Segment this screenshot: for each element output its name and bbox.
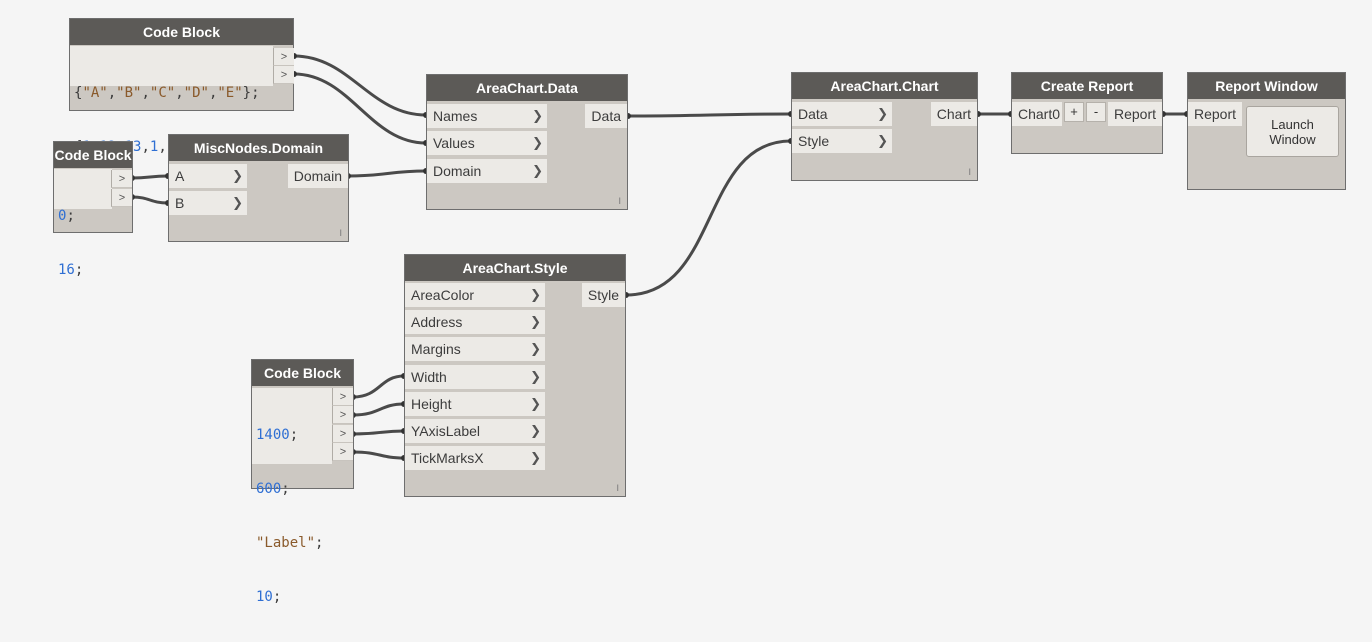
wire-domain-b[interactable] [131,195,169,205]
node-title: Code Block [70,19,293,45]
wire-domain-out[interactable] [347,169,427,178]
chevron-right-icon: ❯ [532,108,543,123]
output-port[interactable]: > [111,189,132,207]
output-port[interactable]: > [332,388,353,406]
chevron-right-icon: ❯ [232,168,243,183]
chevron-right-icon: ❯ [530,287,541,302]
chevron-right-icon: ❯ [877,133,888,148]
wire-values[interactable] [293,72,427,145]
chevron-right-icon: ❯ [530,341,541,356]
misc-domain-node[interactable]: MiscNodes.Domain A❯ B❯ Domain I [168,134,349,242]
node-title: MiscNodes.Domain [169,135,348,161]
input-port-style[interactable]: Style❯ [792,129,892,153]
areachart-style-node[interactable]: AreaChart.Style AreaColor❯ Address❯ Marg… [404,254,626,497]
chevron-right-icon: ❯ [232,195,243,210]
code-block-text[interactable]: 0; 16; [54,169,112,278]
input-port-areacolor[interactable]: AreaColor❯ [405,283,545,307]
output-port[interactable]: > [273,48,294,66]
node-title: Report Window [1188,73,1345,99]
input-port-b[interactable]: B❯ [169,191,247,215]
input-port-width[interactable]: Width❯ [405,365,545,389]
output-port[interactable]: > [332,425,353,443]
chevron-right-icon: ❯ [530,314,541,329]
output-port[interactable]: > [273,66,294,84]
input-port-domain[interactable]: Domain❯ [427,159,547,183]
areachart-data-node[interactable]: AreaChart.Data Names❯ Values❯ Domain❯ Da… [426,74,628,210]
code-line-2: 16; [58,262,84,278]
chevron-right-icon: ❯ [530,423,541,438]
lacing-indicator: I [968,167,971,177]
input-port-address[interactable]: Address❯ [405,310,545,334]
chevron-right-icon: ❯ [532,163,543,178]
input-port-values[interactable]: Values❯ [427,131,547,155]
areachart-chart-node[interactable]: AreaChart.Chart Data❯ Style❯ Chart I [791,72,978,181]
node-title: AreaChart.Data [427,75,627,101]
input-port-names[interactable]: Names❯ [427,104,547,128]
output-port[interactable]: > [332,406,353,424]
output-port[interactable]: > [332,443,353,461]
output-port[interactable]: > [111,170,132,188]
node-title: Code Block [252,360,353,386]
wire-data[interactable] [627,112,792,118]
output-port-domain[interactable]: Domain [287,164,348,188]
chevron-right-icon: ❯ [530,396,541,411]
input-port-tickmarksx[interactable]: TickMarksX❯ [405,446,545,470]
chevron-right-icon: ❯ [530,450,541,465]
code-block-text[interactable]: {"A","B","C","D","E"}; {1,12,13,1,15}; [70,46,273,155]
wire-width[interactable] [352,374,405,399]
remove-input-button[interactable]: - [1086,102,1106,122]
create-report-node[interactable]: Create Report Chart0 + - Report [1011,72,1163,154]
node-title: Code Block [54,142,132,168]
chevron-right-icon: ❯ [530,369,541,384]
add-input-button[interactable]: + [1064,102,1084,122]
output-port-style[interactable]: Style [581,283,625,307]
chevron-right-icon: ❯ [532,135,543,150]
lacing-indicator: I [616,483,619,493]
code-line-1: 1400; [256,427,299,443]
lacing-indicator: I [618,196,621,206]
code-line-1: 0; [58,208,75,224]
code-line-3: "Label"; [256,535,324,551]
input-port-yaxislabel[interactable]: YAxisLabel❯ [405,419,545,443]
wire-style[interactable] [625,139,792,297]
code-line-4: 10; [256,589,282,605]
input-port-margins[interactable]: Margins❯ [405,337,545,361]
input-port-chart0[interactable]: Chart0 [1012,102,1062,126]
chevron-right-icon: ❯ [877,106,888,121]
wire-tickmarksx[interactable] [352,450,405,460]
launch-window-label: Launch Window [1269,116,1316,147]
code-block-node-top[interactable]: Code Block {"A","B","C","D","E"}; {1,12,… [69,18,294,155]
wire-yaxislabel[interactable] [352,429,405,436]
code-block-node-style[interactable]: Code Block 1400; 600; "Label"; 10; > > >… [251,359,354,605]
input-port-a[interactable]: A❯ [169,164,247,188]
code-block-text[interactable]: 1400; 600; "Label"; 10; [252,388,332,605]
code-block-node-domain[interactable]: Code Block 0; 16; > > [53,141,133,278]
report-window-node[interactable]: Report Window Report Launch Window [1187,72,1346,190]
code-line-1: {"A","B","C","D","E"}; [74,85,260,101]
input-port-report[interactable]: Report [1188,102,1242,126]
output-port-chart[interactable]: Chart [930,102,977,126]
input-port-data[interactable]: Data❯ [792,102,892,126]
node-title: Create Report [1012,73,1162,99]
output-port-report[interactable]: Report [1107,102,1162,126]
code-line-2: 600; [256,481,290,497]
input-port-height[interactable]: Height❯ [405,392,545,416]
wire-height[interactable] [352,402,405,417]
node-title: AreaChart.Style [405,255,625,281]
output-port-data[interactable]: Data [585,104,627,128]
lacing-indicator: I [339,228,342,238]
wire-names[interactable] [293,54,427,117]
launch-window-button[interactable]: Launch Window [1246,106,1339,157]
node-title: AreaChart.Chart [792,73,977,99]
